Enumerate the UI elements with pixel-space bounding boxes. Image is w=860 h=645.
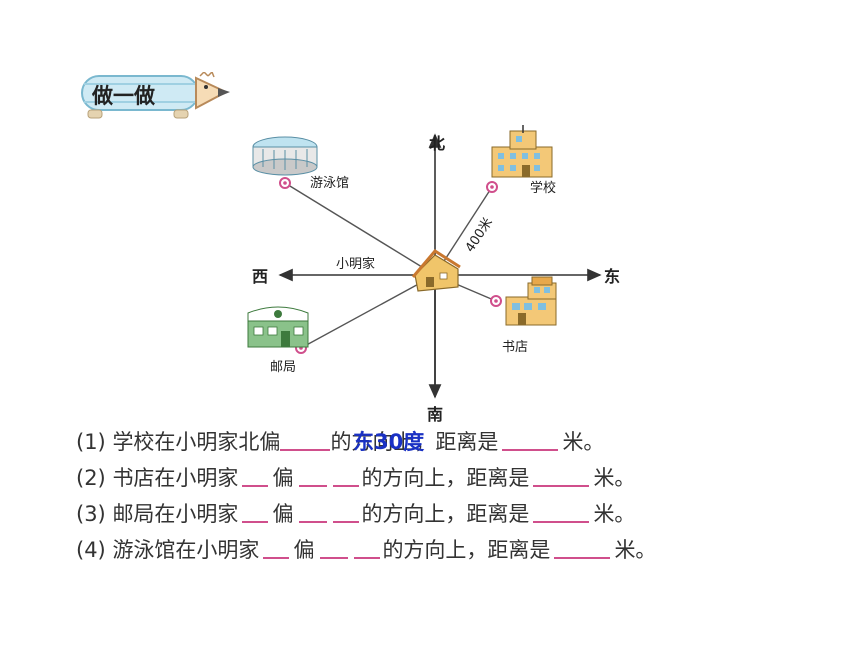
- pool-label: 游泳馆: [310, 176, 349, 191]
- question-text: 游泳馆在小明家: [112, 538, 260, 562]
- question-list: (1) 学校在小明家北偏的方向上，距离是米。 (2) 书店在小明家偏的方向上，距…: [76, 424, 836, 568]
- question-text: 偏: [272, 502, 294, 526]
- question-text: 书店在小明家: [112, 466, 239, 490]
- ray-pool: [284, 182, 436, 276]
- bookstore-icon: [505, 276, 557, 326]
- answer-overlay-q1: 东30度: [353, 430, 425, 454]
- marker-bookstore: [490, 295, 502, 307]
- answer-blank[interactable]: [533, 461, 590, 487]
- answer-blank[interactable]: [263, 533, 290, 559]
- question-text: 的方向上，距离是: [382, 538, 551, 562]
- answer-blank[interactable]: [333, 497, 360, 523]
- question-text: 的方向上，距离是: [330, 430, 499, 454]
- answer-blank[interactable]: [333, 461, 360, 487]
- answer-blank[interactable]: [280, 425, 331, 451]
- question-3: (3) 邮局在小明家 偏 的方向上，距离是 米。: [76, 496, 836, 532]
- question-4: (4) 游泳馆在小明家 偏 的方向上，距离是 米。: [76, 532, 836, 568]
- question-text: 米。: [562, 430, 605, 454]
- marker-pool: [279, 177, 291, 189]
- answer-blank[interactable]: [320, 533, 349, 559]
- bookstore-label: 书店: [502, 340, 528, 355]
- question-text: 学校在小明家北偏: [112, 430, 281, 454]
- question-text: 米。: [593, 502, 636, 526]
- post-office-icon: [247, 306, 309, 348]
- marker-school: [486, 181, 498, 193]
- answer-blank[interactable]: [242, 497, 269, 523]
- banner-label: 做一做: [92, 84, 155, 108]
- answer-blank[interactable]: [242, 461, 269, 487]
- school-label: 学校: [530, 180, 556, 196]
- school-icon: [491, 125, 553, 178]
- question-1: (1) 学校在小明家北偏 的方向上，距离是 米。: [76, 424, 836, 460]
- distance-label: 400米: [463, 215, 496, 255]
- question-text: 偏: [272, 466, 294, 490]
- pool-icon: [252, 136, 318, 176]
- question-number: (2): [76, 466, 106, 490]
- direction-diagram: 北 南 东 西 小明家 学校 游泳馆 书店 邮局 400米: [230, 125, 650, 425]
- question-text: 的方向上，距离是: [361, 502, 530, 526]
- question-text: 偏: [293, 538, 315, 562]
- answer-blank[interactable]: [354, 533, 381, 559]
- activity-banner: 做一做: [78, 70, 238, 124]
- post-office-label: 邮局: [270, 360, 296, 375]
- answer-blank[interactable]: [299, 461, 328, 487]
- question-2: (2) 书店在小明家 偏 的方向上，距离是 米。: [76, 460, 836, 496]
- answer-blank[interactable]: [554, 533, 611, 559]
- home-label: 小明家: [336, 256, 375, 272]
- north-label: 北: [429, 134, 445, 153]
- question-text: 的方向上，距离是: [361, 466, 530, 490]
- east-label: 东: [604, 267, 620, 286]
- ray-post-office: [300, 274, 436, 349]
- question-number: (3): [76, 502, 106, 526]
- home-icon: [411, 249, 461, 292]
- west-label: 西: [252, 267, 268, 286]
- question-number: (1): [76, 430, 106, 454]
- pencil-banner-icon: [81, 70, 230, 119]
- answer-blank[interactable]: [533, 497, 590, 523]
- question-number: (4): [76, 538, 106, 562]
- answer-blank[interactable]: [299, 497, 328, 523]
- question-text: 米。: [593, 466, 636, 490]
- question-text: 邮局在小明家: [112, 502, 239, 526]
- question-text: 米。: [614, 538, 657, 562]
- answer-blank[interactable]: [502, 425, 559, 451]
- south-label: 南: [427, 405, 443, 424]
